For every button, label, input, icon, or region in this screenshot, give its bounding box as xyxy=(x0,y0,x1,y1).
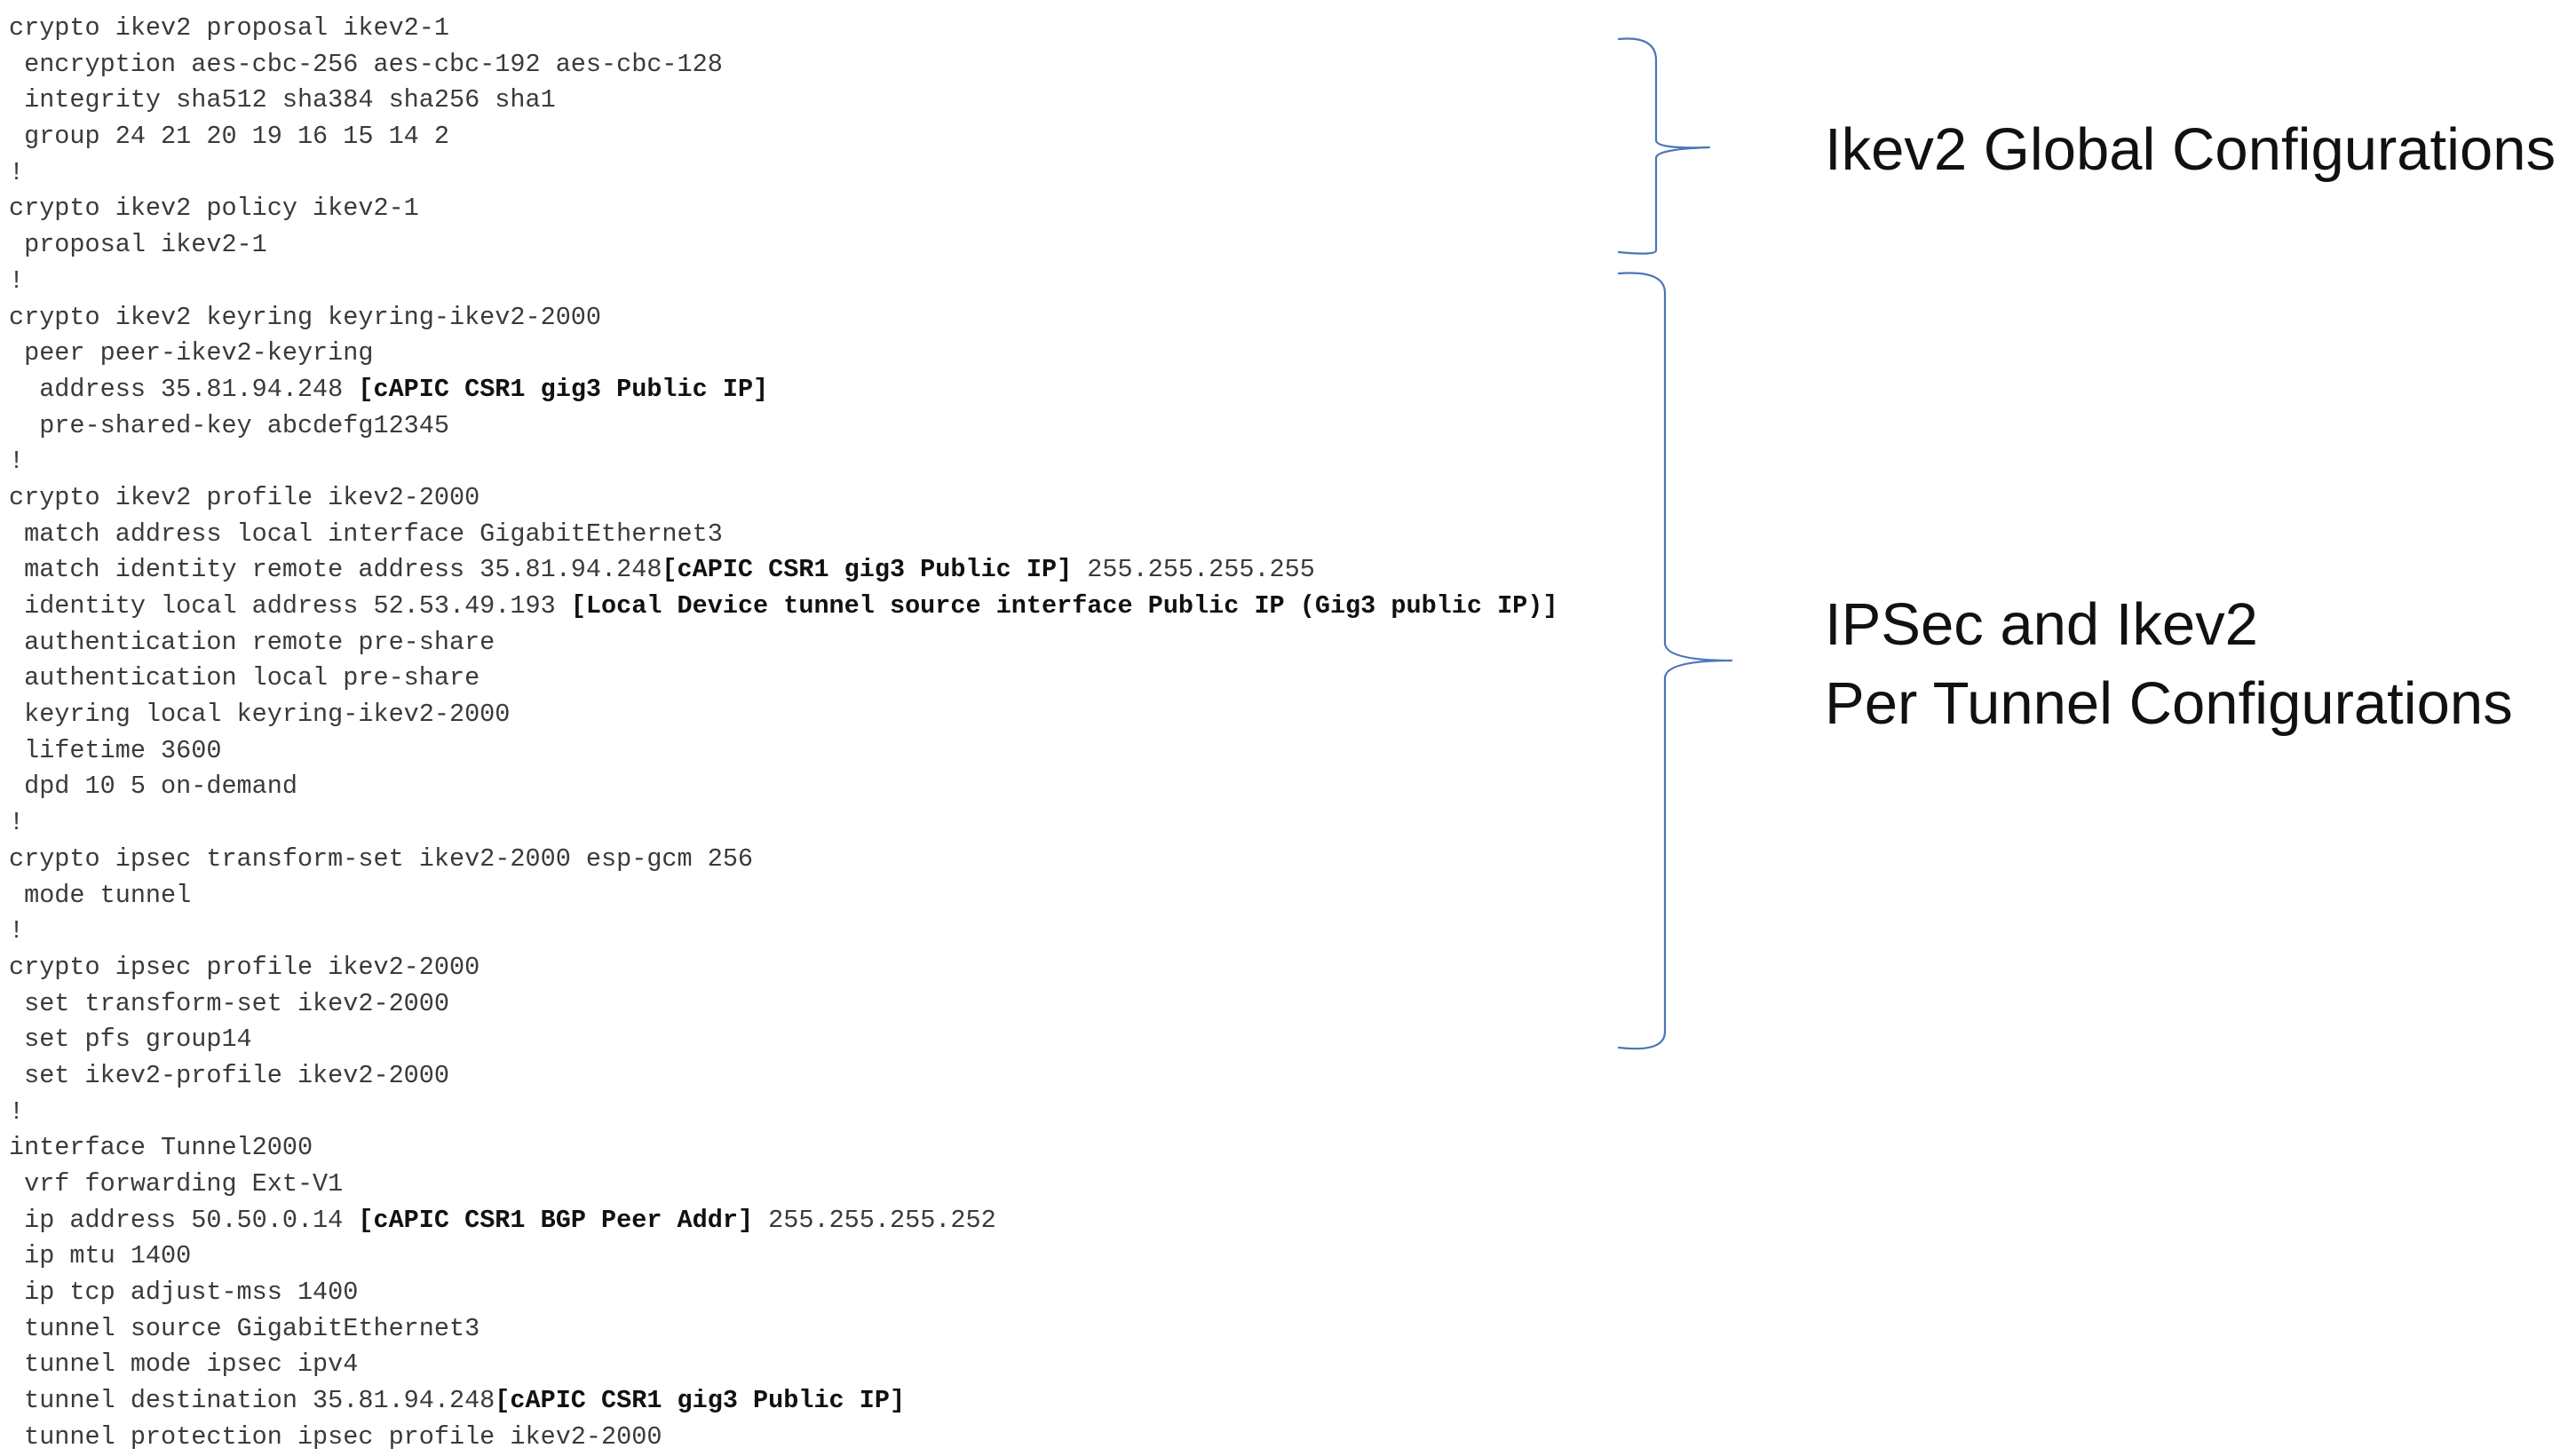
config-text: keyring local keyring-ikev2-2000 xyxy=(9,700,511,730)
config-text: match address local interface GigabitEth… xyxy=(9,518,723,549)
config-line: group 24 21 20 19 16 15 14 2 xyxy=(9,119,1558,155)
config-line: crypto ikev2 proposal ikev2-1 xyxy=(9,11,1558,47)
config-line: crypto ikev2 profile ikev2-2000 xyxy=(9,480,1558,517)
config-line: match identity remote address 35.81.94.2… xyxy=(9,552,1558,589)
config-line: keyring local keyring-ikev2-2000 xyxy=(9,697,1558,733)
config-annotation: [cAPIC CSR1 gig3 Public IP] xyxy=(662,555,1073,585)
config-line: crypto ikev2 policy ikev2-1 xyxy=(9,191,1558,227)
config-line: mode tunnel xyxy=(9,878,1558,914)
config-text: crypto ikev2 proposal ikev2-1 xyxy=(9,13,449,43)
config-text: tunnel source GigabitEthernet3 xyxy=(9,1313,480,1343)
config-text: tunnel protection ipsec profile ikev2-20… xyxy=(9,1421,662,1452)
config-line: crypto ikev2 keyring keyring-ikev2-2000 xyxy=(9,300,1558,336)
config-text: ! xyxy=(9,447,25,477)
config-text: dpd 10 5 on-demand xyxy=(9,772,297,802)
config-annotation: [cAPIC CSR1 gig3 Public IP] xyxy=(358,374,769,404)
config-line: ! xyxy=(9,155,1558,192)
config-line: authentication remote pre-share xyxy=(9,625,1558,661)
config-line: address 35.81.94.248 [cAPIC CSR1 gig3 Pu… xyxy=(9,372,1558,408)
config-line: pre-shared-key abcdefg12345 xyxy=(9,408,1558,445)
config-line: set transform-set ikev2-2000 xyxy=(9,986,1558,1023)
global-config-brace-path xyxy=(1617,37,1711,255)
config-text: crypto ipsec profile ikev2-2000 xyxy=(9,952,480,982)
config-text: lifetime 3600 xyxy=(9,735,222,765)
global-config-label: Ikev2 Global Configurations xyxy=(1825,110,2556,189)
config-annotation: [Local Device tunnel source interface Pu… xyxy=(570,591,1558,621)
config-text: vrf forwarding Ext-V1 xyxy=(9,1169,344,1199)
config-annotation: [cAPIC CSR1 gig3 Public IP] xyxy=(495,1386,906,1416)
config-text: ip mtu 1400 xyxy=(9,1241,192,1271)
config-line: peer peer-ikev2-keyring xyxy=(9,336,1558,372)
config-line: interface Tunnel2000 xyxy=(9,1130,1558,1167)
config-line: tunnel destination 35.81.94.248[cAPIC CS… xyxy=(9,1383,1558,1420)
config-text: crypto ikev2 policy ikev2-1 xyxy=(9,194,419,224)
config-line: ! xyxy=(9,264,1558,300)
config-text: match identity remote address 35.81.94.2… xyxy=(9,555,662,585)
config-line: tunnel source GigabitEthernet3 xyxy=(9,1311,1558,1348)
config-text: mode tunnel xyxy=(9,880,192,910)
config-line: vrf forwarding Ext-V1 xyxy=(9,1167,1558,1203)
config-text: ! xyxy=(9,157,25,187)
config-text: set pfs group14 xyxy=(9,1025,252,1055)
config-line: encryption aes-cbc-256 aes-cbc-192 aes-c… xyxy=(9,47,1558,83)
config-line: ! xyxy=(9,914,1558,950)
config-line: authentication local pre-share xyxy=(9,661,1558,697)
config-text-suffix: 255.255.255.255 xyxy=(1072,555,1315,585)
config-text: integrity sha512 sha384 sha256 sha1 xyxy=(9,85,556,115)
config-text: address 35.81.94.248 xyxy=(9,374,359,404)
config-line: lifetime 3600 xyxy=(9,733,1558,770)
section-label-line: Ikev2 Global Configurations xyxy=(1825,116,2556,183)
config-text: crypto ipsec transform-set ikev2-2000 es… xyxy=(9,843,754,874)
section-label-line: IPSec and Ikev2 xyxy=(1825,591,2258,658)
config-text: proposal ikev2-1 xyxy=(9,230,267,260)
config-text: ! xyxy=(9,265,25,296)
config-text: pre-shared-key abcdefg12345 xyxy=(9,410,449,440)
config-text: set transform-set ikev2-2000 xyxy=(9,988,449,1018)
config-text: ! xyxy=(9,1096,25,1127)
config-text: crypto ikev2 keyring keyring-ikev2-2000 xyxy=(9,302,602,332)
config-text: ! xyxy=(9,808,25,838)
config-text: ip address 50.50.0.14 xyxy=(9,1205,359,1235)
tunnel-config-brace xyxy=(1617,272,1733,1050)
config-text: ! xyxy=(9,916,25,946)
config-line: set pfs group14 xyxy=(9,1022,1558,1058)
config-text: tunnel destination 35.81.94.248 xyxy=(9,1386,495,1416)
config-line: tunnel mode ipsec ipv4 xyxy=(9,1347,1558,1383)
config-text: authentication remote pre-share xyxy=(9,627,495,657)
config-line: crypto ipsec profile ikev2-2000 xyxy=(9,950,1558,986)
config-line: ! xyxy=(9,444,1558,480)
config-line: ip mtu 1400 xyxy=(9,1238,1558,1275)
config-text: identity local address 52.53.49.193 xyxy=(9,591,571,621)
config-line: match address local interface GigabitEth… xyxy=(9,517,1558,553)
config-text-suffix: 255.255.255.252 xyxy=(753,1205,996,1235)
config-text: peer peer-ikev2-keyring xyxy=(9,338,374,368)
config-line: identity local address 52.53.49.193 [Loc… xyxy=(9,589,1558,625)
config-line: dpd 10 5 on-demand xyxy=(9,769,1558,805)
global-config-brace xyxy=(1617,37,1711,255)
config-text: crypto ikev2 profile ikev2-2000 xyxy=(9,482,480,512)
config-text: encryption aes-cbc-256 aes-cbc-192 aes-c… xyxy=(9,49,723,79)
config-text: set ikev2-profile ikev2-2000 xyxy=(9,1060,449,1090)
config-text: interface Tunnel2000 xyxy=(9,1133,313,1163)
config-line: proposal ikev2-1 xyxy=(9,227,1558,264)
config-line: ! xyxy=(9,1095,1558,1131)
config-line: ! xyxy=(9,805,1558,842)
config-line: crypto ipsec transform-set ikev2-2000 es… xyxy=(9,842,1558,878)
config-line: tunnel protection ipsec profile ikev2-20… xyxy=(9,1420,1558,1456)
config-text: ip tcp adjust-mss 1400 xyxy=(9,1278,359,1308)
config-line: ip tcp adjust-mss 1400 xyxy=(9,1275,1558,1311)
config-line: integrity sha512 sha384 sha256 sha1 xyxy=(9,83,1558,119)
config-line: set ikev2-profile ikev2-2000 xyxy=(9,1058,1558,1095)
config-annotation: [cAPIC CSR1 BGP Peer Addr] xyxy=(358,1205,754,1235)
config-text: tunnel mode ipsec ipv4 xyxy=(9,1349,359,1380)
config-line: ip address 50.50.0.14 [cAPIC CSR1 BGP Pe… xyxy=(9,1203,1558,1239)
section-label-line: Per Tunnel Configurations xyxy=(1825,670,2513,737)
config-text: group 24 21 20 19 16 15 14 2 xyxy=(9,122,449,152)
config-text: authentication local pre-share xyxy=(9,663,480,693)
config-listing: crypto ikev2 proposal ikev2-1 encryption… xyxy=(9,11,1558,1456)
tunnel-config-brace-path xyxy=(1617,272,1733,1050)
